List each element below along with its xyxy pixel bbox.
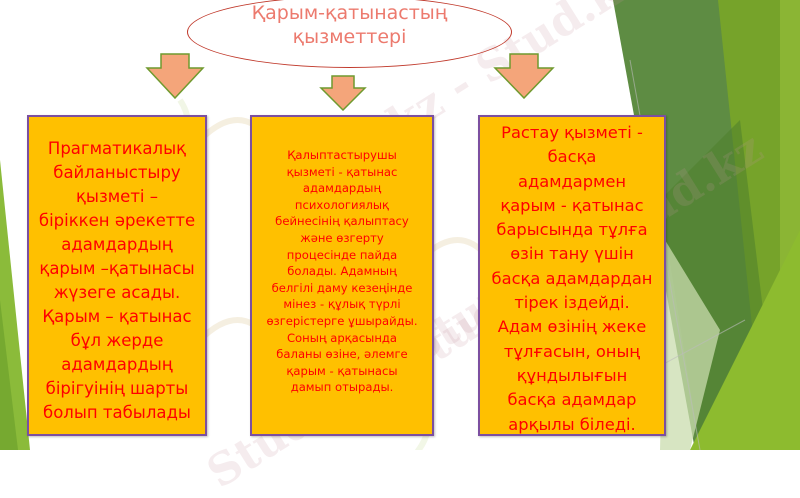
confirmation-function-box: Растау қызметі - басқа адамдармен қарым … (478, 115, 666, 436)
pragmatic-function-text: Прагматикалық байланыстыру қызметі – бір… (38, 139, 196, 422)
down-arrow-icon (319, 75, 367, 111)
down-arrow-icon (493, 53, 555, 99)
title-ellipse (187, 0, 512, 68)
green-panel-light (690, 230, 800, 450)
slide-title: Қарым-қатынастың қызметтері (251, 2, 448, 48)
pragmatic-function-box: Прагматикалық байланыстыру қызметі – бір… (27, 115, 207, 436)
confirmation-function-text: Растау қызметі - басқа адамдармен қарым … (491, 123, 653, 434)
down-arrow-icon (145, 53, 205, 99)
formative-function-box: Қалыптастырушы қызметі - қатынас адамдар… (250, 115, 434, 436)
formative-function-text: Қалыптастырушы қызметі - қатынас адамдар… (266, 148, 418, 395)
